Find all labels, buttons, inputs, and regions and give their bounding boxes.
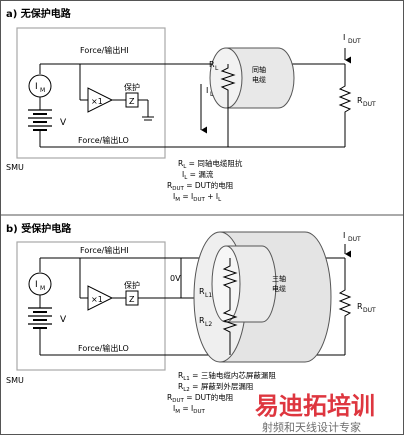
rl2-label: R — [199, 316, 205, 325]
section-b: b) 受保护电路 Force/输出HI I M V Force/输出LO ×1 … — [6, 222, 376, 415]
buffer-amp-b — [87, 285, 114, 311]
buffer-amp-a — [87, 87, 114, 113]
zero-v-label: 0V — [170, 274, 181, 283]
force-hi-label-b: Force/输出HI — [80, 245, 129, 255]
rl1-resistor — [222, 258, 238, 298]
source-v-label-b: V — [60, 315, 67, 325]
il-label: I — [206, 86, 208, 95]
legend-a-1: IL = 漏流 — [182, 169, 214, 181]
coax-label-1: 同轴 — [252, 65, 266, 74]
section-b-title: b) 受保护电路 — [6, 222, 72, 235]
triax-label-2: 电缆 — [272, 284, 286, 293]
rdut-resistor-b — [338, 258, 352, 355]
legend-a-3: IM = IDUT + IL — [173, 192, 222, 203]
force-lo-label-a: Force/输出LO — [78, 135, 129, 145]
section-a-title: a) 无保护电路 — [6, 7, 72, 20]
meter-label-b: I — [35, 280, 38, 290]
section-a: a) 无保护电路 Force/输出HI I M V Force/输出LO ×1 … — [6, 7, 376, 203]
watermark-main: 易迪拓培训 — [255, 392, 375, 420]
legend-b-3: IM = IDUT — [173, 404, 205, 415]
smu-box-b — [16, 241, 166, 371]
rl1-label: R — [199, 287, 205, 296]
idut-label-a: I — [343, 33, 345, 42]
idut-sub-a: DUT — [348, 38, 361, 45]
protect-label-b: 保护 — [124, 280, 140, 290]
coax-label-2: 电缆 — [252, 75, 266, 84]
il-sub: L — [210, 91, 214, 98]
coax-cable-body — [225, 47, 295, 109]
idut-sub-b: DUT — [348, 236, 361, 243]
rdut-label-b: R — [357, 302, 363, 311]
z-label-a: Z — [129, 97, 135, 106]
watermark: 易迪拓培训 射频和天线设计专家 — [255, 392, 375, 434]
buffer-label-a: ×1 — [91, 97, 103, 106]
rdut-resistor-a — [338, 64, 352, 147]
meter-sub-b: M — [40, 285, 45, 292]
meter-label-a: I — [35, 82, 38, 92]
rdut-label-a: R — [357, 96, 363, 105]
protect-label-a: 保护 — [124, 82, 140, 92]
rl2-resistor — [222, 298, 238, 355]
idut-label-b: I — [343, 231, 345, 240]
rl1-sub: L1 — [205, 292, 212, 299]
smu-label-b: SMU — [6, 376, 24, 385]
buffer-label-b: ×1 — [91, 295, 103, 304]
source-v-label-a: V — [60, 118, 67, 128]
smu-box-a — [16, 27, 166, 159]
z-label-b: Z — [129, 295, 135, 304]
legend-a: RL = 同轴电缆阻抗 IL = 漏流 RDUT = DUT的电阻 IM = I… — [167, 158, 243, 203]
rl-resistor-a — [220, 64, 236, 147]
triax-label-1: 三轴 — [272, 274, 286, 283]
rdut-sub-b: DUT — [363, 307, 376, 314]
legend-a-2: RDUT = DUT的电阻 — [167, 180, 234, 192]
legend-b: RL1 = 三轴电缆内芯屏蔽漏阻 RL2 = 屏蔽到外层漏阻 RDUT = DU… — [167, 370, 276, 415]
force-lo-label-b: Force/输出LO — [78, 343, 129, 353]
rdut-sub-a: DUT — [363, 101, 376, 108]
legend-a-0: RL = 同轴电缆阻抗 — [178, 158, 243, 170]
smu-label-a: SMU — [6, 163, 24, 172]
legend-b-0: RL1 = 三轴电缆内芯屏蔽漏阻 — [178, 370, 276, 382]
rl-sub-a: L — [215, 65, 219, 72]
force-hi-label-a: Force/输出HI — [80, 45, 129, 55]
watermark-sub: 射频和天线设计专家 — [262, 420, 361, 434]
rl-label-a: R — [209, 60, 215, 69]
rl2-sub: L2 — [205, 321, 212, 328]
legend-b-2: RDUT = DUT的电阻 — [167, 392, 234, 404]
meter-sub-a: M — [40, 87, 45, 94]
legend-b-1: RL2 = 屏蔽到外层漏阻 — [178, 381, 254, 393]
